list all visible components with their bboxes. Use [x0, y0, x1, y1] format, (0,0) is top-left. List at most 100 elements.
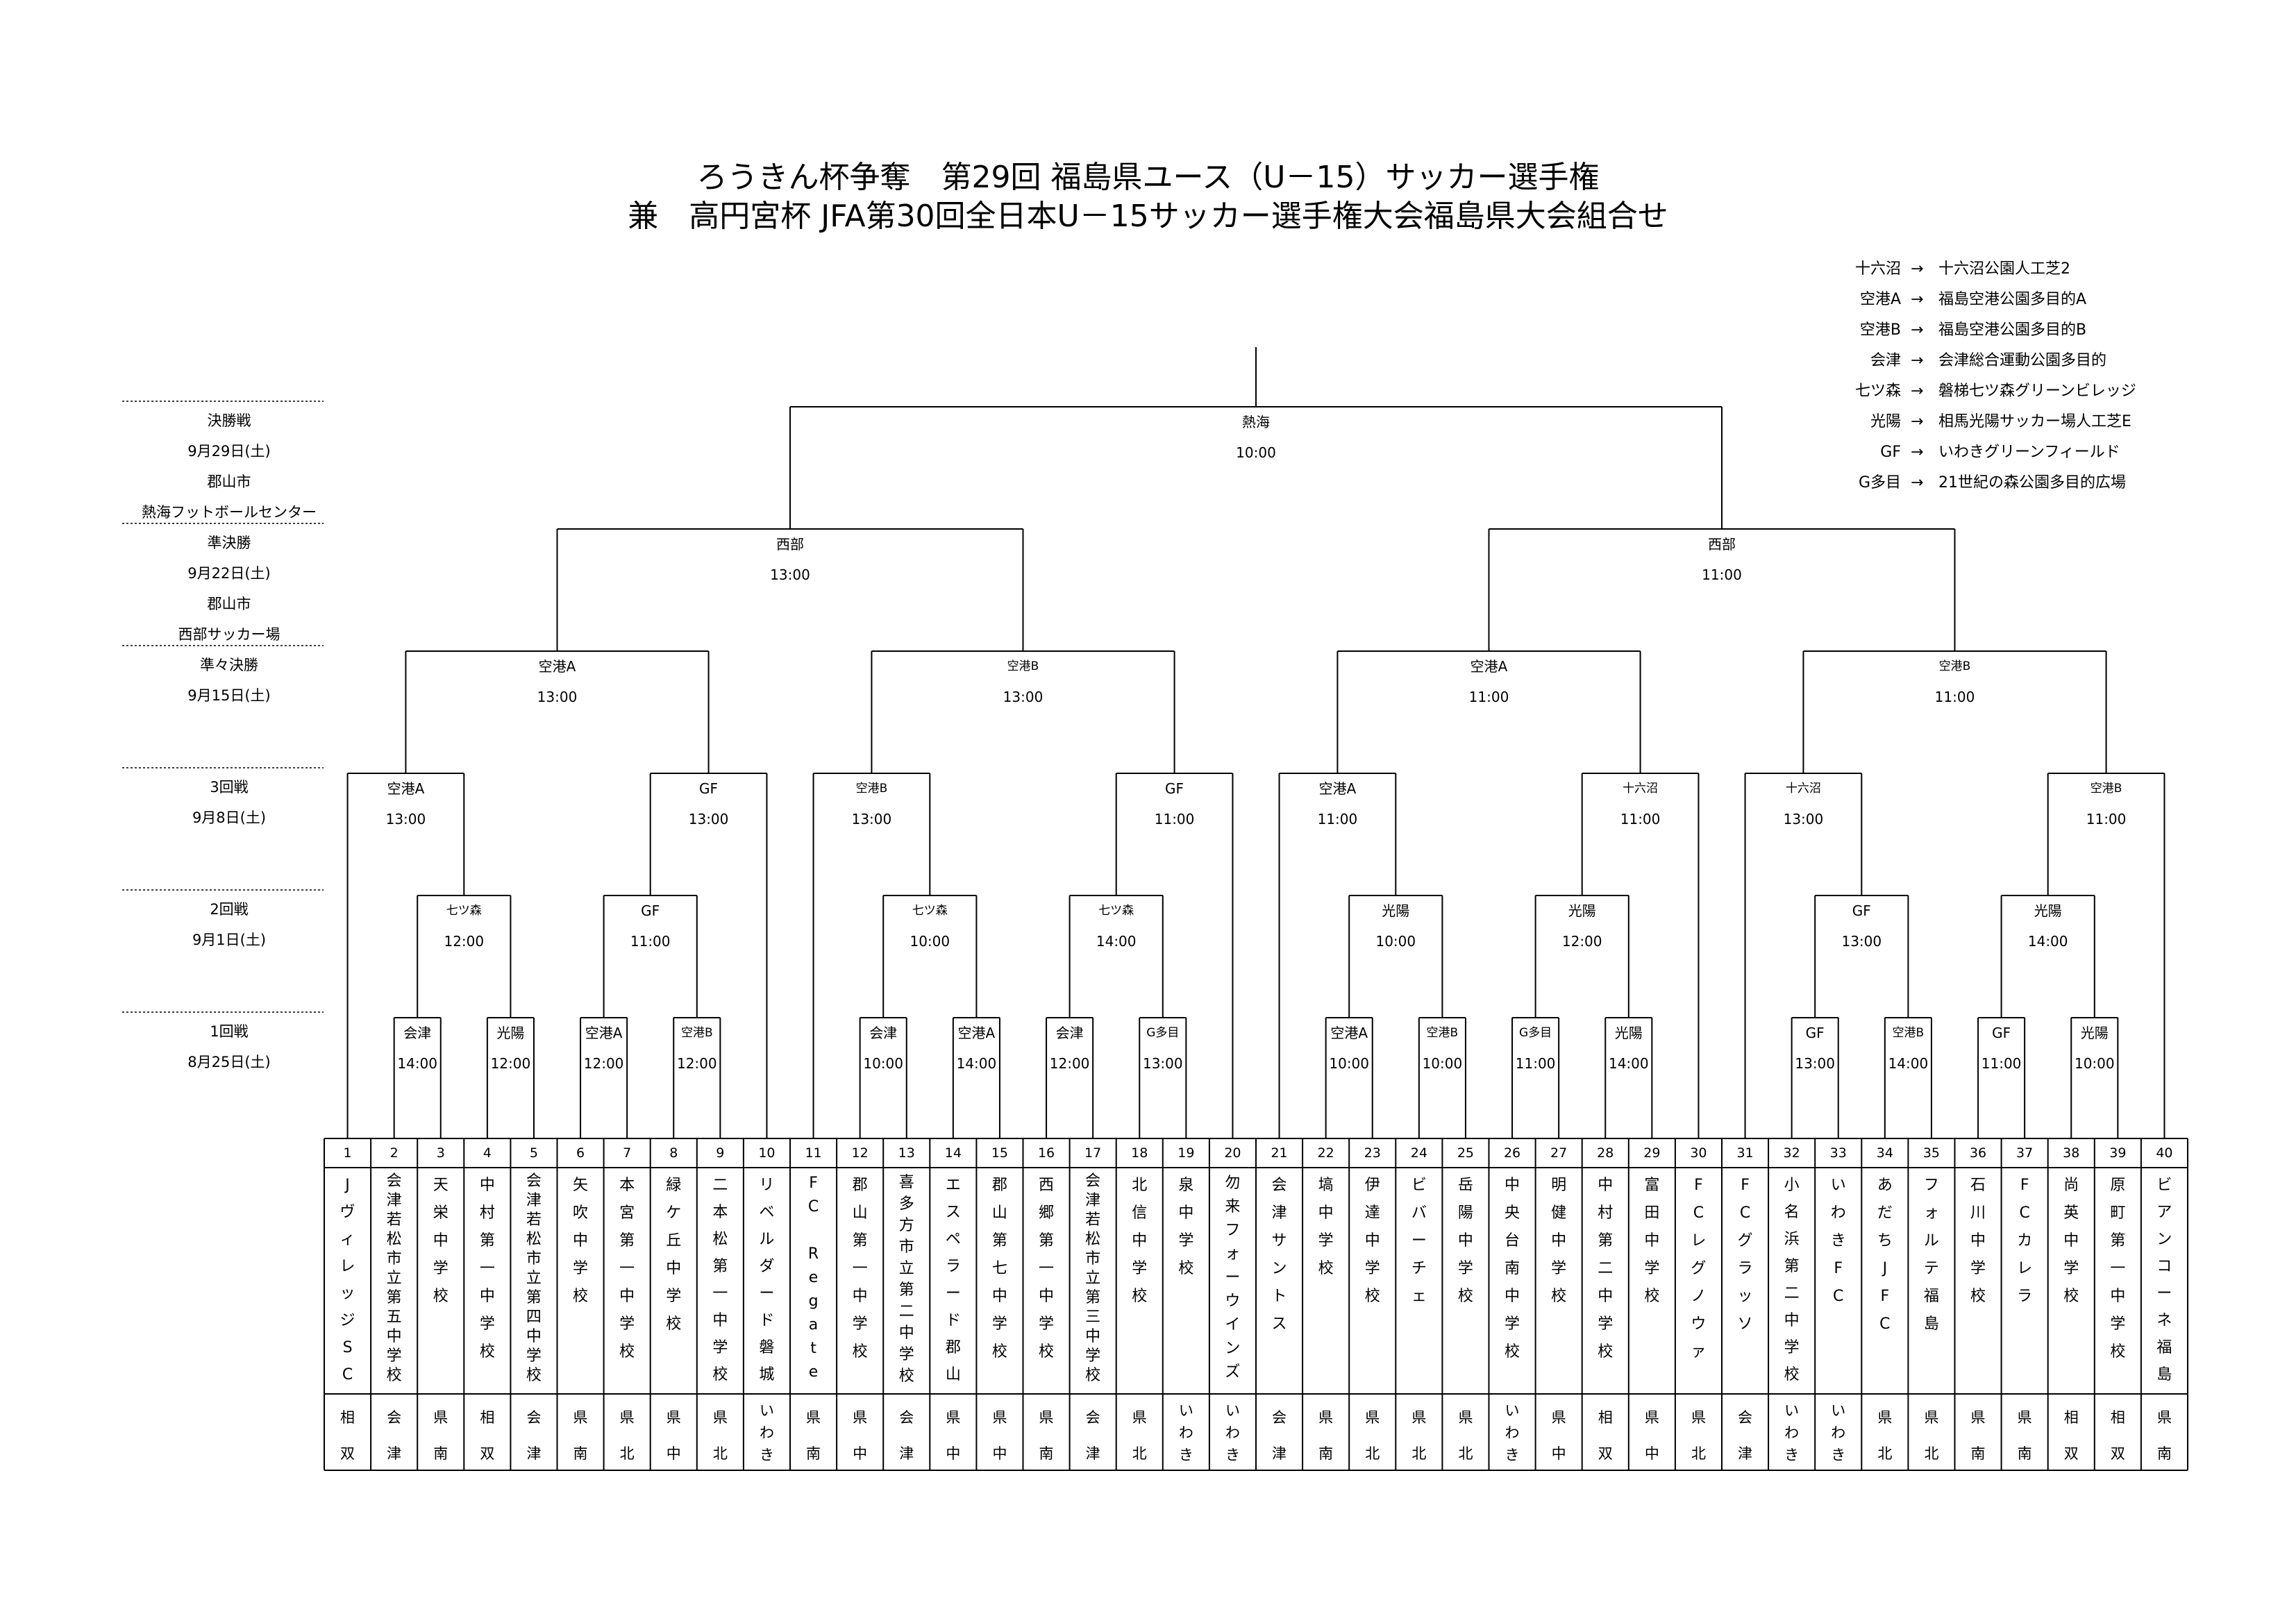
legend-venue-abbr: 空港B — [1859, 321, 1901, 339]
team-name: 泉中学校 — [1178, 1177, 1194, 1277]
legend-venue-name: 相馬光陽サッカー場人工芝E — [1938, 413, 2131, 430]
match-venue: 空港A — [957, 1025, 996, 1041]
round-label-final: 熱海フットボールセンター — [142, 504, 317, 521]
team-region: 会津 — [1085, 1409, 1100, 1462]
legend-arrow-icon: → — [1911, 413, 1924, 430]
team-number: 37 — [2016, 1145, 2034, 1161]
team-region: 相双 — [2110, 1409, 2125, 1462]
team-name: フォルテ福島 — [1923, 1177, 1939, 1333]
team-region: 会津 — [1272, 1409, 1287, 1462]
match-venue: 空港A — [387, 780, 425, 797]
team-number: 2 — [389, 1145, 399, 1161]
match-time: 12:00 — [1049, 1055, 1090, 1072]
round-label-quarter: 準々決勝 — [200, 657, 258, 673]
legend-arrow-icon: → — [1911, 352, 1924, 369]
round-label-semi: 郡山市 — [207, 596, 251, 612]
team-number: 39 — [2109, 1145, 2127, 1161]
round-label-r3: 9月8日(土) — [192, 809, 267, 826]
legend-arrow-icon: → — [1911, 260, 1924, 278]
team-name: 勿来フォーウインズ — [1225, 1175, 1241, 1381]
team-number: 24 — [1410, 1145, 1427, 1161]
round-label-quarter: 9月15日(土) — [187, 687, 271, 704]
team-region: 県南 — [806, 1409, 821, 1462]
match-time: 13:00 — [1795, 1055, 1836, 1072]
team-region: 県北 — [1132, 1409, 1147, 1462]
team-number: 34 — [1876, 1145, 1893, 1161]
match-venue: GF — [1992, 1025, 2011, 1041]
team-number: 13 — [898, 1145, 915, 1161]
legend-venue-name: いわきグリーンフィールド — [1938, 444, 2120, 461]
team-name: 明健中学校 — [1551, 1177, 1567, 1305]
match-venue: 空港B — [1426, 1026, 1459, 1040]
team-name: ビバーチェ — [1411, 1177, 1427, 1305]
match-time: 11:00 — [1468, 689, 1509, 705]
match-venue: 七ツ森 — [446, 904, 482, 918]
team-region: 県北 — [1924, 1409, 1939, 1462]
team-name: 小名浜第二中学校 — [1784, 1177, 1800, 1384]
match-venue: 空港B — [1938, 659, 1971, 673]
team-region: 会津 — [1738, 1409, 1753, 1462]
page-subtitle: 兼 高円宮杯 JFA第30回全日本U－15サッカー選手権大会福島県大会組合せ — [628, 199, 1668, 234]
team-region: 県中 — [853, 1409, 868, 1462]
match-venue: 西部 — [776, 536, 804, 553]
team-number: 32 — [1783, 1145, 1800, 1161]
team-region: いわき — [1178, 1402, 1193, 1463]
team-number: 18 — [1131, 1145, 1148, 1161]
team-number: 25 — [1457, 1145, 1475, 1161]
match-venue: 空港B — [680, 1026, 713, 1040]
team-name: 緑ケ丘中学校 — [666, 1177, 682, 1333]
team-number: 9 — [716, 1145, 725, 1161]
match-venue: 空港A — [538, 658, 576, 675]
team-number: 3 — [436, 1145, 445, 1161]
team-number: 27 — [1550, 1145, 1568, 1161]
match-venue: 空港B — [2090, 782, 2122, 796]
round-label-final: 郡山市 — [207, 473, 251, 490]
legend-venue-abbr: 空港A — [1859, 291, 1901, 308]
match-time: 10:00 — [863, 1055, 904, 1072]
legend-arrow-icon: → — [1911, 321, 1924, 339]
team-region: 県中 — [946, 1409, 961, 1462]
team-name: 会津若松市立第五中学校 — [386, 1172, 402, 1384]
legend-arrow-icon: → — [1911, 444, 1924, 461]
team-number: 12 — [851, 1145, 869, 1161]
match-venue: 光陽 — [1614, 1025, 1643, 1041]
match-venue: 光陽 — [1568, 902, 1596, 919]
match-venue: 会津 — [869, 1025, 898, 1041]
team-name: 石川中学校 — [1970, 1177, 1986, 1305]
team-name: 尚英中学校 — [2063, 1177, 2079, 1305]
team-number: 35 — [1922, 1145, 1941, 1161]
match-venue: 空港A — [1330, 1025, 1368, 1041]
match-time: 11:00 — [1934, 689, 1975, 705]
match-venue: 七ツ森 — [912, 904, 948, 918]
match-time: 13:00 — [770, 566, 810, 583]
match-time: 13:00 — [851, 811, 892, 827]
team-name: 中央台南中学校 — [1505, 1177, 1520, 1361]
team-number: 7 — [623, 1145, 632, 1161]
team-name: 中村第一中学校 — [479, 1177, 495, 1361]
team-name: 矢吹中学校 — [573, 1177, 589, 1305]
team-region: 県南 — [2156, 1409, 2172, 1462]
legend-venue-abbr: 会津 — [1870, 352, 1901, 369]
team-name: 本宮第一中学校 — [619, 1177, 635, 1361]
team-region: いわき — [1505, 1402, 1520, 1463]
team-number: 28 — [1597, 1145, 1614, 1161]
match-venue: 西部 — [1708, 536, 1736, 553]
team-name: 郡山第七中学校 — [991, 1177, 1007, 1361]
match-venue: 熱海 — [1242, 414, 1270, 430]
team-number: 29 — [1643, 1145, 1661, 1161]
team-number: 6 — [576, 1145, 585, 1161]
round-label-semi: 9月22日(土) — [187, 565, 271, 582]
team-name: 郡山第一中学校 — [852, 1177, 868, 1361]
team-number: 1 — [343, 1145, 352, 1161]
team-number: 8 — [669, 1145, 678, 1161]
team-number: 38 — [2063, 1145, 2080, 1161]
team-number: 11 — [805, 1145, 822, 1161]
team-number: 22 — [1317, 1145, 1334, 1161]
legend-venue-abbr: G多目 — [1858, 474, 1901, 491]
legend-venue-abbr: 十六沼 — [1854, 260, 1901, 278]
team-region: 県北 — [1877, 1409, 1893, 1462]
team-region: 県中 — [1644, 1409, 1659, 1462]
